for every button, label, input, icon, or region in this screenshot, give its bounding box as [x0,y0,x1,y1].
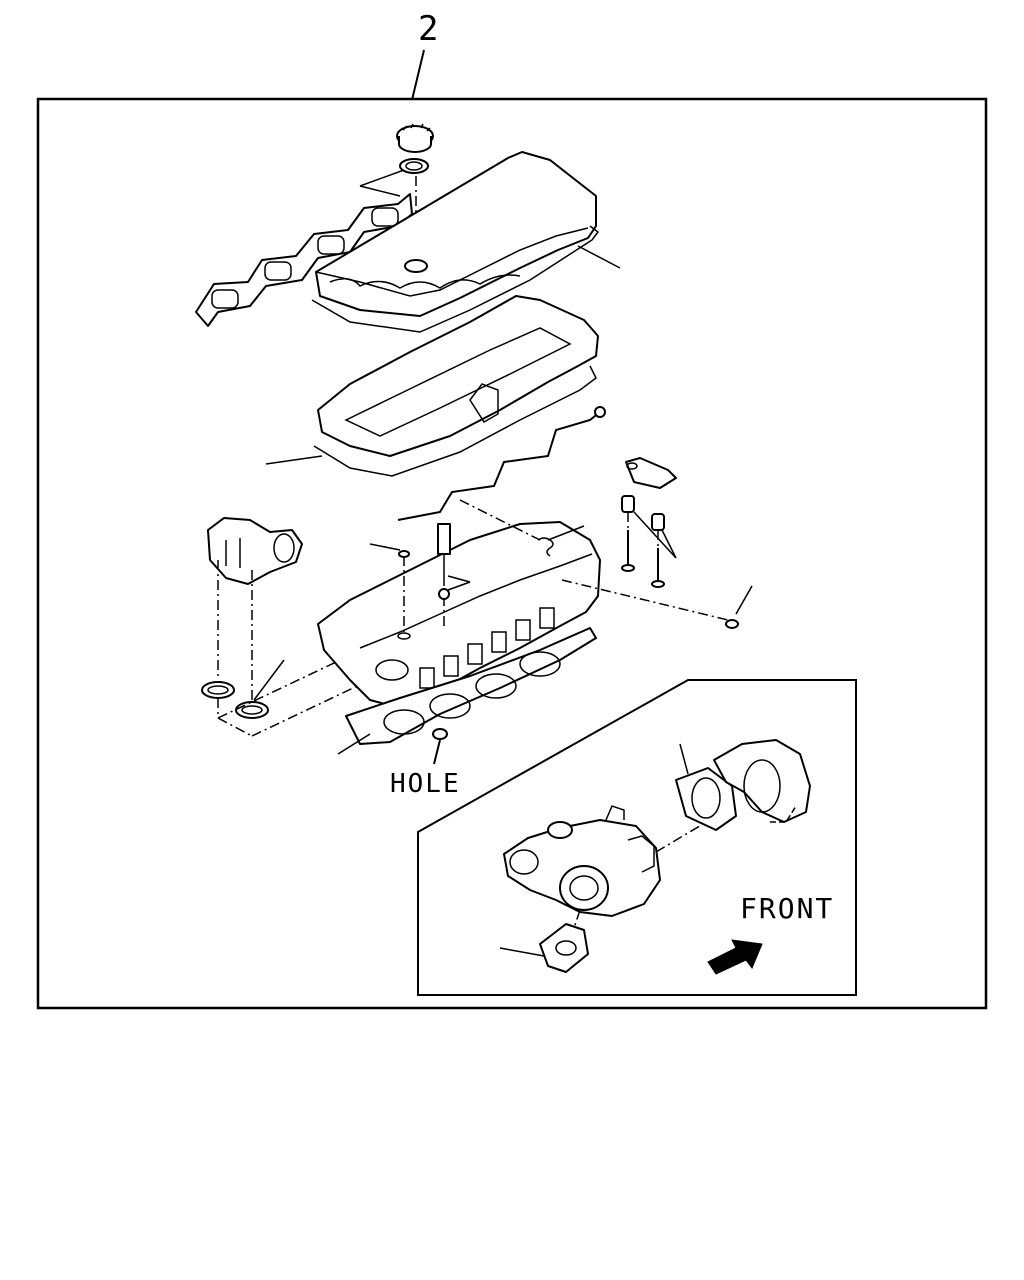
plug-washer [725,619,739,629]
oil-filler-cap [396,123,434,153]
gasket-marker-head-cover [624,264,644,284]
turbo-flange-gasket [539,923,589,973]
leader-valves [633,511,677,559]
leader-o-ring [253,659,285,701]
leader-turbo-flange [499,947,545,957]
turbocharger [503,805,661,917]
filler-cap-seal [399,158,429,174]
leader-spring [547,525,585,541]
gasket-marker-spring [588,506,608,526]
gasket-marker-head-gasket [312,750,332,770]
inset-frame [417,679,857,996]
gasket-marker-manifold [332,170,352,190]
fuel-injection-pipe [397,411,601,521]
gasket-marker-turbo-flange [474,932,494,952]
spring-axis [459,499,541,541]
group-number-label: 2 [418,9,438,49]
main-frame [36,97,988,1010]
leader-manifold [359,169,405,197]
gasket-marker-turbo-outlet [664,720,684,740]
leader-injector [447,575,471,591]
leader-head-cover [577,245,621,269]
leader-seal [369,543,401,551]
housing-o-ring-1 [201,681,235,699]
gasket-marker-carrier [240,456,260,476]
carrier-gasket [313,365,597,477]
coil-spring [537,537,554,557]
gasket-marker-valves [682,566,702,586]
group-leader-line [411,49,425,101]
valves [621,530,665,588]
thermostat-housing [207,517,303,585]
turbo-outlet-gasket [675,767,737,831]
hole-leader-line [433,739,441,765]
leader-carrier [265,455,323,465]
gasket-marker-seal [342,528,362,548]
gasket-marker-o-ring [282,636,302,656]
gasket-marker-plug [752,562,772,582]
rocker-bracket [625,457,677,489]
hole-label: HOLE [390,769,461,799]
leader-head-gasket [337,733,371,755]
exhaust-elbow [713,739,811,823]
leader-turbo-outlet [679,743,689,775]
housing-o-ring-2 [235,701,269,719]
cylinder-head-cover [315,151,597,317]
turbo-axis [655,807,731,853]
leader-plug [735,585,753,615]
pipe-fitting [594,406,606,418]
camshaft-carrier [317,295,599,457]
fuel-injector [437,523,451,576]
front-label: FRONT [740,892,834,925]
plug-axis [561,579,729,621]
injector-washer [438,588,450,600]
small-seal [398,550,410,558]
head-cover-gasket [311,225,600,333]
cylinder-head [317,521,601,709]
head-gasket [345,627,597,745]
front-arrow-icon [707,939,763,975]
